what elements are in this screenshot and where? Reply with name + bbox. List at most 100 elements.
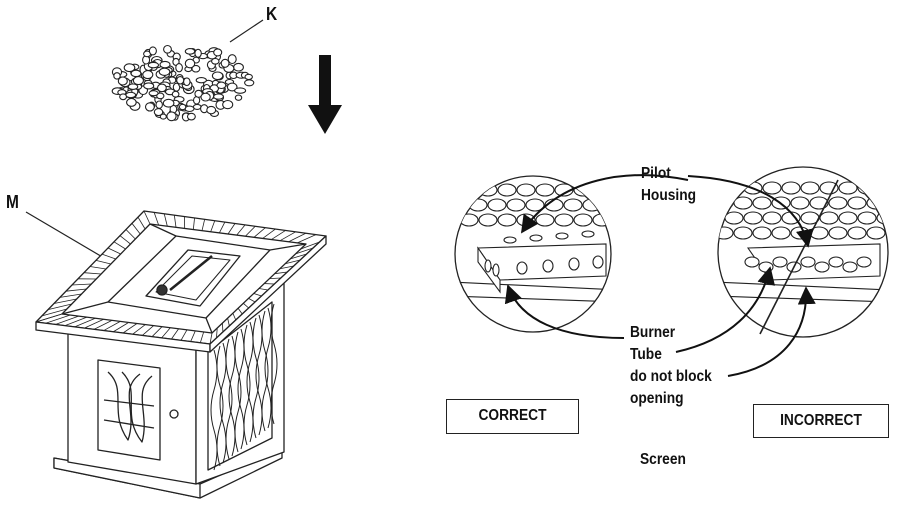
blocking-stone: [856, 256, 872, 268]
tile-mark: [137, 216, 146, 230]
down-arrow-icon: [308, 55, 342, 134]
tile-mark: [107, 247, 121, 255]
detail-stone: [724, 211, 744, 225]
lava-rock: [183, 77, 191, 87]
lava-rock: [184, 105, 195, 113]
tile-mark: [243, 303, 249, 309]
blocking-stone: [744, 256, 760, 268]
tile-mark: [201, 219, 206, 231]
detail-stone: [718, 181, 725, 195]
callout-line-k: [229, 19, 264, 43]
tile-mark: [216, 328, 218, 339]
tile-mark: [122, 323, 138, 334]
blocking-stone: [828, 256, 844, 268]
detail-stone: [790, 196, 810, 210]
tile-mark: [71, 283, 92, 286]
lava-rock: [220, 58, 230, 68]
lava-rock: [148, 90, 159, 97]
tile-mark: [131, 223, 141, 235]
do-not-block-label: do not block: [630, 368, 712, 385]
tile-mark: [210, 220, 216, 232]
lava-rock: [127, 83, 139, 90]
detail-stone: [819, 211, 839, 225]
tile-mark: [53, 298, 77, 304]
tile-mark: [279, 231, 296, 242]
detail-stone: [828, 196, 848, 210]
lattice-curve: [261, 310, 269, 432]
detail-stone: [554, 213, 574, 227]
tile-mark: [279, 265, 294, 270]
lava-rock: [191, 64, 201, 73]
detail-stone: [809, 196, 829, 210]
detail-stone: [582, 198, 602, 212]
tile-mark: [59, 293, 82, 298]
lava-rock: [130, 69, 142, 78]
lava-rock: [156, 92, 165, 100]
detail-stone: [592, 183, 611, 197]
tile-mark: [232, 313, 237, 321]
pilot-label: Pilot: [641, 165, 671, 182]
lava-rock: [166, 111, 177, 122]
tile-mark: [84, 318, 104, 329]
incorrect-status-box: INCORRECT: [753, 404, 889, 438]
lava-rock: [184, 48, 196, 55]
pilot-housing-arrow-left: [520, 174, 689, 234]
detail-stone: [459, 183, 479, 197]
lava-rock: [119, 93, 128, 101]
detail-stone: [781, 181, 801, 195]
tile-mark: [151, 326, 163, 337]
burner-label: Burner: [630, 324, 676, 341]
detail-stone: [563, 198, 583, 212]
tile-mark: [209, 332, 213, 345]
detail-stone: [828, 226, 848, 240]
tile-mark: [199, 331, 205, 343]
tile-mark: [248, 298, 256, 303]
blocking-stone: [800, 256, 816, 268]
detail-stone: [752, 196, 772, 210]
correct-detail-circle: [454, 175, 612, 333]
detail-stone: [752, 226, 772, 240]
tile-mark: [253, 227, 266, 238]
tile-mark: [173, 215, 177, 228]
callout-label-k: K: [266, 4, 278, 24]
lava-rock: [142, 70, 154, 80]
lava-rock: [117, 76, 128, 86]
tile-mark: [253, 293, 262, 297]
blocking-stone: [772, 256, 788, 268]
detail-stone: [535, 183, 555, 197]
detail-stone: [847, 226, 867, 240]
tile-mark: [262, 228, 276, 239]
lattice-curve: [225, 338, 233, 460]
incorrect-label: INCORRECT: [780, 412, 862, 429]
tile-mark: [236, 224, 246, 236]
correct-status-box: CORRECT: [446, 399, 579, 434]
tile-mark: [218, 221, 226, 234]
tile-mark: [269, 277, 281, 280]
detail-stone: [762, 181, 782, 195]
lava-rock: [213, 48, 223, 57]
detail-stone: [497, 183, 517, 197]
lava-rock: [158, 67, 171, 76]
detail-stone: [762, 211, 782, 225]
lava-rock: [216, 81, 227, 90]
detail-stone: [733, 196, 753, 210]
lava-rock: [211, 71, 224, 81]
tile-mark: [227, 223, 236, 235]
tile-mark: [237, 308, 243, 315]
detail-stone: [455, 198, 469, 212]
blocking-stone: [842, 261, 858, 273]
detail-stone: [866, 226, 886, 240]
tile-mark: [143, 210, 151, 225]
tile-mark: [300, 241, 320, 250]
tile-mark: [125, 229, 136, 240]
detail-stone: [455, 183, 460, 197]
lava-rock: [162, 98, 175, 108]
lava-rock: [211, 57, 220, 65]
tile-mark: [41, 308, 67, 317]
detail-stone: [876, 181, 888, 195]
lava-rock: [176, 76, 185, 85]
detail-stone: [718, 226, 734, 240]
lattice-curve: [243, 324, 251, 446]
